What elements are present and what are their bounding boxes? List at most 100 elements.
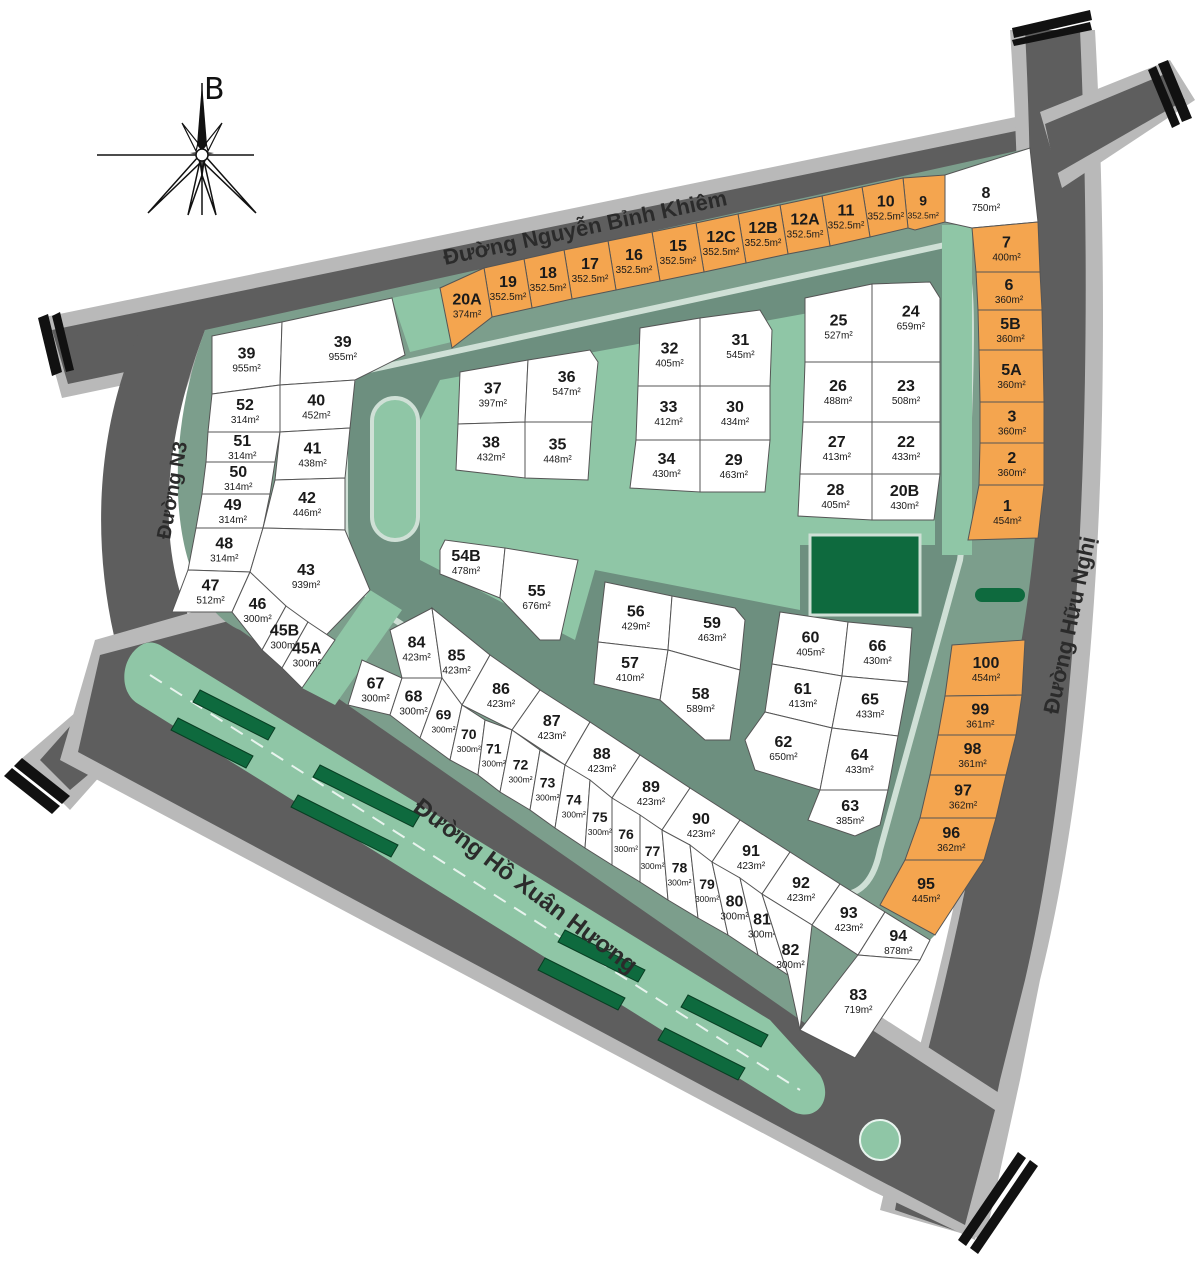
lot-59-parcel[interactable] xyxy=(667,595,746,671)
lot-22-area: 433m² xyxy=(892,452,921,463)
lot-20b-parcel[interactable] xyxy=(871,473,941,521)
lot-35-parcel[interactable] xyxy=(524,421,593,481)
lot-83-parcel[interactable] xyxy=(799,954,921,1059)
lot-20a-parcel[interactable] xyxy=(439,267,493,349)
lot-45a-parcel[interactable] xyxy=(281,621,336,689)
lot-24-parcel[interactable] xyxy=(871,281,941,363)
lot-95-parcel[interactable] xyxy=(879,859,985,936)
lot-43-parcel[interactable] xyxy=(249,527,371,661)
lot-62-parcel[interactable] xyxy=(744,711,833,791)
lot-29-parcel[interactable] xyxy=(699,439,771,493)
lot-63-parcel[interactable] xyxy=(807,789,889,837)
lot-1-parcel[interactable] xyxy=(967,484,1045,541)
lot-36-parcel[interactable] xyxy=(524,349,599,423)
lot-31-parcel[interactable] xyxy=(699,309,773,387)
lot-82-parcel[interactable] xyxy=(761,892,813,1031)
lot-58-parcel[interactable] xyxy=(659,649,741,741)
lot-55-parcel[interactable] xyxy=(499,547,579,641)
lot-39-parcel[interactable] xyxy=(279,297,406,386)
lot-91-number: 91 xyxy=(742,843,760,860)
